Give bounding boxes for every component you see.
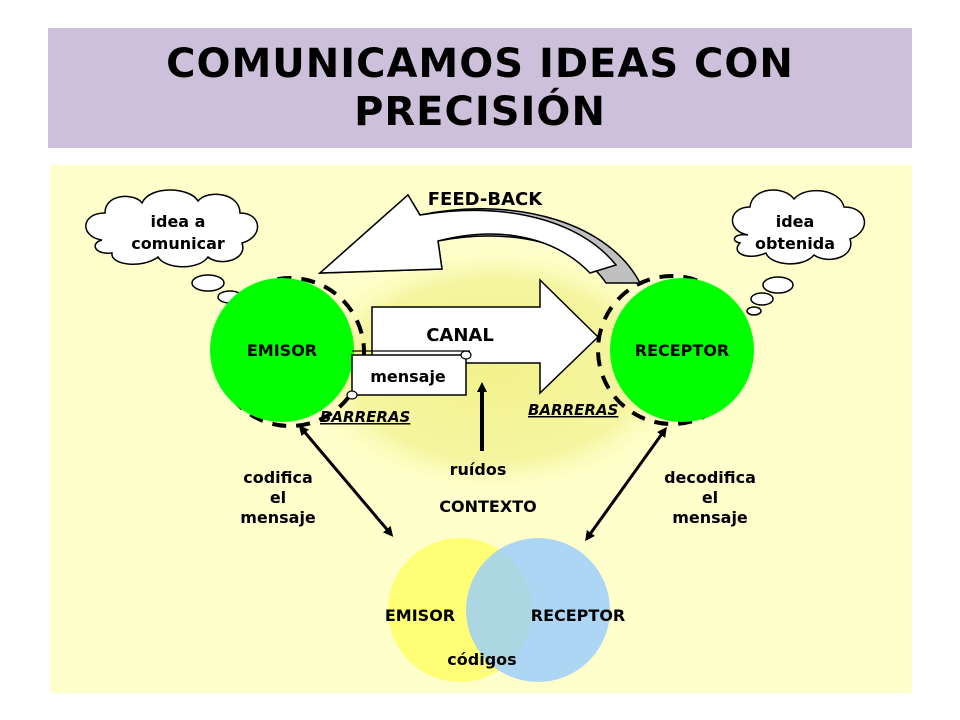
- thought-right-line-1: idea: [776, 212, 815, 231]
- codifica-line-3: mensaje: [240, 508, 316, 527]
- feedback-arrow: [317, 193, 642, 284]
- title-bar: COMUNICAMOS IDEAS CON PRECISIÓN: [48, 28, 912, 148]
- receptor-node: [610, 278, 754, 422]
- barreras-right-label: BARRERAS: [528, 401, 618, 419]
- thought-left-line-2: comunicar: [131, 234, 225, 253]
- codifica-line-1: codifica: [243, 468, 313, 487]
- thought-right-line-2: obtenida: [755, 234, 835, 253]
- feedback-label: FEED-BACK: [428, 189, 543, 210]
- thought-cloud-left: [85, 189, 259, 312]
- emisor-label: EMISOR: [247, 341, 317, 360]
- decodifica-line-3: mensaje: [672, 508, 748, 527]
- thought-left-line-1: idea a: [151, 212, 206, 231]
- decodifica-line-1: decodifica: [664, 468, 756, 487]
- mensaje-scroll: [346, 350, 472, 400]
- venn-emisor-label: EMISOR: [385, 606, 455, 625]
- canal-label: CANAL: [426, 325, 494, 346]
- page-title-line-2: PRECISIÓN: [354, 89, 606, 135]
- decodifica-arrow: [585, 426, 667, 542]
- codifica-arrow: [298, 425, 394, 537]
- mensaje-label: mensaje: [370, 367, 446, 386]
- ruidos-label: ruídos: [450, 460, 507, 479]
- emisor-barrier-ring: [214, 276, 366, 428]
- codigos-label: códigos: [447, 650, 516, 669]
- venn-circle-receptor: [466, 538, 610, 682]
- decodifica-line-2: el: [702, 488, 718, 507]
- thought-cloud-right: [731, 189, 866, 316]
- emisor-node: [210, 278, 354, 422]
- codifica-line-2: el: [270, 488, 286, 507]
- contexto-label: CONTEXTO: [439, 497, 536, 516]
- venn-receptor-label: RECEPTOR: [531, 606, 625, 625]
- communication-diagram: FEED-BACK idea a comunicar idea obtenida…: [50, 165, 912, 693]
- barreras-left-label: BARRERAS: [320, 408, 410, 426]
- receptor-label: RECEPTOR: [635, 341, 729, 360]
- page-title-line-1: COMUNICAMOS IDEAS CON: [166, 41, 794, 87]
